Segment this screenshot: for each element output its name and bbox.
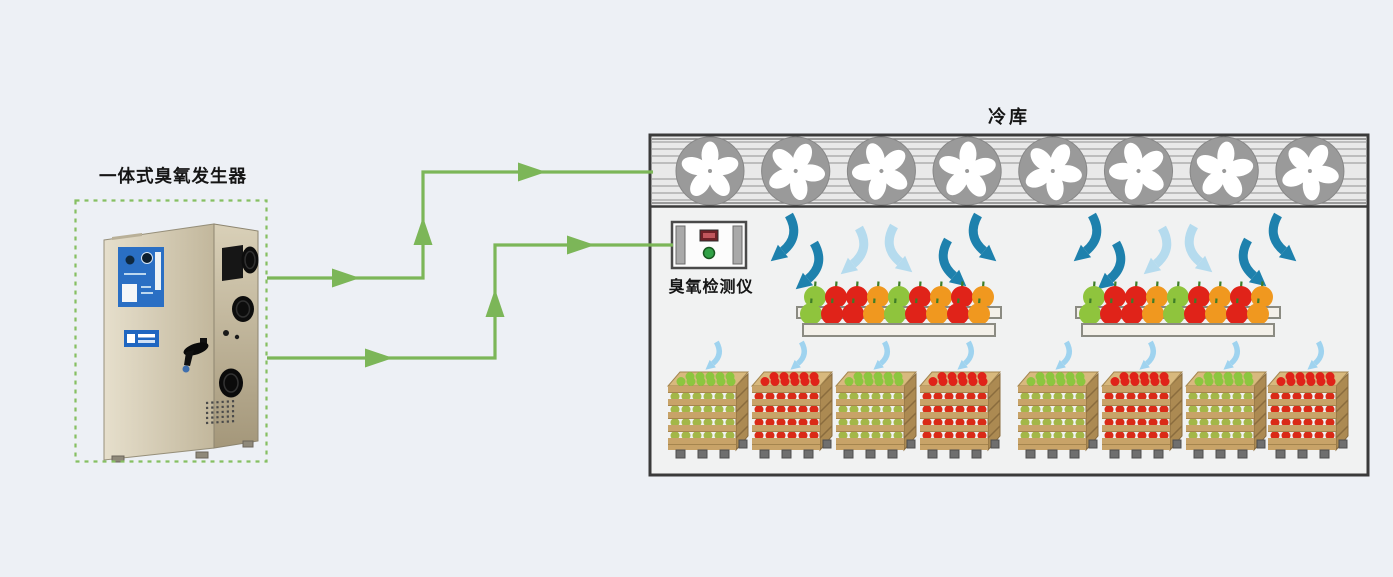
detector-label: 臭氧检测仪	[668, 277, 754, 296]
fruit-crate	[1016, 371, 1100, 459]
ozone-generator-image	[103, 223, 259, 463]
machine-fan	[232, 296, 254, 322]
airflow-arrow-icon	[770, 212, 799, 262]
airflow-arrow-icon	[790, 340, 807, 370]
fruit-crate	[834, 371, 918, 459]
pipe-arrowhead-icon	[413, 217, 433, 245]
fruit-shelf	[1075, 281, 1281, 337]
airflow-arrow-icon	[1184, 223, 1213, 273]
machine-fan	[219, 368, 243, 398]
fruit-shelf	[796, 281, 1002, 337]
airflow-arrow-icon	[705, 340, 722, 370]
fan-icon	[846, 136, 916, 206]
fruit-crates	[666, 371, 1350, 459]
airflow-arrows	[705, 212, 1324, 370]
machine-fan	[241, 246, 259, 274]
fan-icon	[1189, 136, 1259, 206]
fruit-crate	[1100, 371, 1184, 459]
fan-icon	[932, 136, 1002, 206]
pipe-arrowhead-icon	[332, 268, 360, 288]
generator-label: 一体式臭氧发生器	[99, 167, 247, 187]
detector-display-glow	[703, 233, 715, 238]
pipe-arrowhead-icon	[518, 162, 546, 182]
machine-grille	[222, 245, 243, 281]
airflow-arrow-icon	[1143, 225, 1172, 275]
airflow-arrow-icon	[840, 225, 869, 275]
airflow-arrow-icon	[1223, 340, 1240, 370]
airflow-arrow-icon	[957, 340, 974, 370]
pipe-arrowhead-icon	[485, 289, 505, 317]
fan-icon	[1104, 136, 1173, 206]
machine-foot	[111, 455, 125, 463]
ceiling-fans	[650, 136, 1368, 208]
fruit-crate	[1266, 371, 1350, 459]
machine-top-handle	[112, 233, 142, 240]
detector-side-vent	[732, 225, 743, 265]
machine-logo	[124, 330, 159, 347]
machine-foot	[195, 451, 209, 459]
fan-icon	[1018, 136, 1088, 206]
airflow-arrow-icon	[968, 212, 997, 262]
airflow-arrow-icon	[1097, 240, 1126, 290]
pipe-line	[267, 170, 653, 280]
airflow-arrow-icon	[1055, 340, 1072, 370]
pipe-arrowhead-icon	[365, 348, 393, 368]
machine-control-panel	[118, 247, 164, 307]
airflow-arrow-icon	[1268, 212, 1297, 262]
ozone-detector-device	[670, 220, 748, 270]
cold-room-title: 冷库	[988, 107, 1030, 128]
fruit-crate	[918, 371, 1002, 459]
pipe-line	[267, 243, 673, 360]
machine-foot	[242, 440, 254, 448]
fruit-shelves	[796, 281, 1281, 337]
airflow-arrow-icon	[884, 223, 913, 273]
airflow-arrow-icon	[1307, 340, 1324, 370]
detector-power-led	[702, 246, 716, 260]
fan-icon	[761, 136, 831, 206]
fan-icon	[675, 136, 745, 206]
airflow-arrow-icon	[795, 240, 824, 290]
pipe-arrowhead-icon	[567, 235, 595, 255]
fruit-crate	[750, 371, 834, 459]
fruit-crate	[666, 371, 750, 459]
airflow-arrow-icon	[873, 340, 890, 370]
airflow-arrow-icon	[1073, 212, 1102, 262]
fan-icon	[1275, 136, 1345, 206]
ozone-pipes	[267, 162, 673, 368]
airflow-arrow-icon	[1139, 340, 1156, 370]
fruit-crate	[1184, 371, 1268, 459]
detector-side-vent	[675, 225, 686, 265]
machine-tap	[182, 338, 209, 373]
